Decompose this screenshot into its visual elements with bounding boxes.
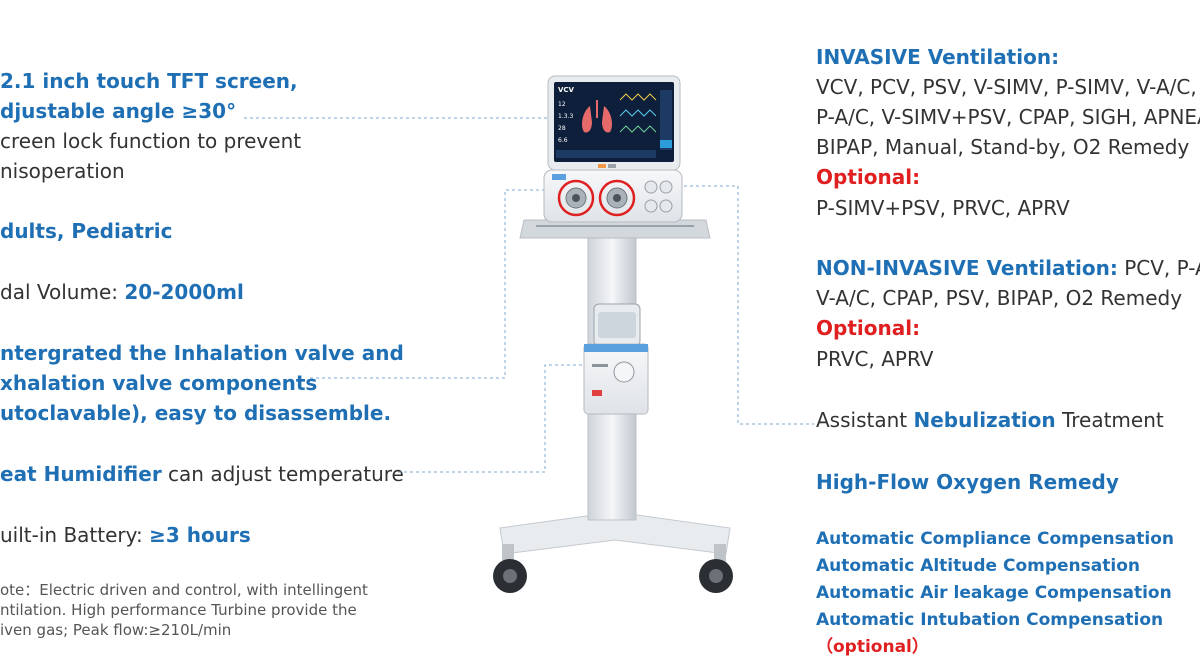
lock-feature-line1: creen lock function to prevent (0, 129, 302, 153)
compensation-intubation: Automatic Intubation Compensation (816, 610, 1164, 630)
touch-screen-monitor: VCV 12 1.3.3 28 6.6 (547, 75, 681, 171)
screen-feature-line2: djustable angle ≥30° (0, 99, 237, 123)
lungs-icon (582, 100, 612, 133)
invasive-modes-line1: VCV, PCV, PSV, V-SIMV, P-SIMV, V-A/C, (816, 75, 1197, 99)
noninvasive-modes-line1: PCV, P-A/C, (1124, 256, 1200, 280)
tidal-volume-label: dal Volume: (0, 280, 125, 304)
tidal-volume-value: 20-2000ml (124, 280, 244, 304)
ventilator-body (543, 169, 683, 223)
valve-feature-line2: xhalation valve components (0, 371, 318, 395)
screen-value-3: 28 (558, 125, 566, 132)
nebulization-bold: Nebulization (913, 408, 1056, 432)
invasive-optional-modes: P-SIMV+PSV, PRVC, APRV (816, 196, 1070, 220)
battery-value: ≥3 hours (149, 523, 251, 547)
lock-feature-line2: nisoperation (0, 159, 125, 183)
note-line1: ote：Electric driven and control, with in… (0, 581, 368, 599)
screen-value-4: 6.6 (558, 137, 568, 144)
battery-label: uilt-in Battery: (0, 523, 150, 547)
high-flow-feature: High-Flow Oxygen Remedy (816, 470, 1119, 494)
noninvasive-optional-label: Optional: (816, 316, 921, 340)
nebulization-pre: Assistant (816, 408, 914, 432)
note-line2: ntilation. High performance Turbine prov… (0, 601, 357, 619)
compensation-compliance: Automatic Compliance Compensation (816, 529, 1174, 549)
invasive-modes-line2: P-A/C, V-SIMV+PSV, CPAP, SIGH, APNEA, (816, 105, 1200, 129)
nebulizer-port-icon (644, 180, 673, 213)
humidifier-base (583, 343, 649, 415)
cart-handle (519, 219, 711, 239)
screen-value-1: 12 (558, 101, 566, 108)
patient-types: dults, Pediatric (0, 219, 173, 243)
exhalation-port-icon (598, 179, 636, 217)
inhalation-port-icon (557, 179, 595, 217)
compensation-air-leakage: Automatic Air leakage Compensation (816, 583, 1172, 603)
waveform-graph (619, 93, 657, 133)
nebulization-post: Treatment (1055, 408, 1164, 432)
noninvasive-title: NON-INVASIVE Ventilation: (816, 256, 1118, 280)
invasive-title: INVASIVE Ventilation: (816, 45, 1060, 69)
ventilator-illustration: VCV 12 1.3.3 28 6.6 (493, 75, 733, 593)
nebulization-feature: Assistant Nebulization Treatment (816, 405, 1164, 435)
compensation-intubation-optional: （optional） (816, 637, 929, 657)
humidifier-bold: eat Humidifier (0, 462, 162, 486)
invasive-modes-line3: BIPAP, Manual, Stand-by, O2 Remedy (816, 135, 1190, 159)
humidifier-rest: can adjust temperature (161, 462, 404, 486)
screen-feature-line1: 2.1 inch touch TFT screen, (0, 69, 298, 93)
screen-mode-label: VCV (558, 86, 575, 94)
valve-feature-line3: utoclavable), easy to disassemble. (0, 401, 392, 425)
wheel-icon (699, 544, 733, 593)
valve-feature-line1: ntergrated the Inhalation valve and (0, 341, 404, 365)
noninvasive-modes-line2: V-A/C, CPAP, PSV, BIPAP, O2 Remedy (816, 286, 1183, 310)
wheel-icon (493, 544, 527, 593)
battery-feature: uilt-in Battery: ≥3 hours (0, 520, 251, 550)
humidifier-chamber (593, 303, 641, 347)
tidal-volume: dal Volume: 20-2000ml (0, 277, 244, 307)
noninvasive-optional-modes: PRVC, APRV (816, 347, 934, 371)
noninvasive-line1: NON-INVASIVE Ventilation: PCV, P-A/C, (816, 253, 1200, 283)
humidifier-feature: eat Humidifier can adjust temperature (0, 459, 404, 489)
compensation-altitude: Automatic Altitude Compensation (816, 556, 1140, 576)
note-line3: iven gas; Peak flow:≥210L/min (0, 621, 232, 639)
screen-value-2: 1.3.3 (558, 113, 573, 120)
invasive-optional-label: Optional: (816, 165, 921, 189)
